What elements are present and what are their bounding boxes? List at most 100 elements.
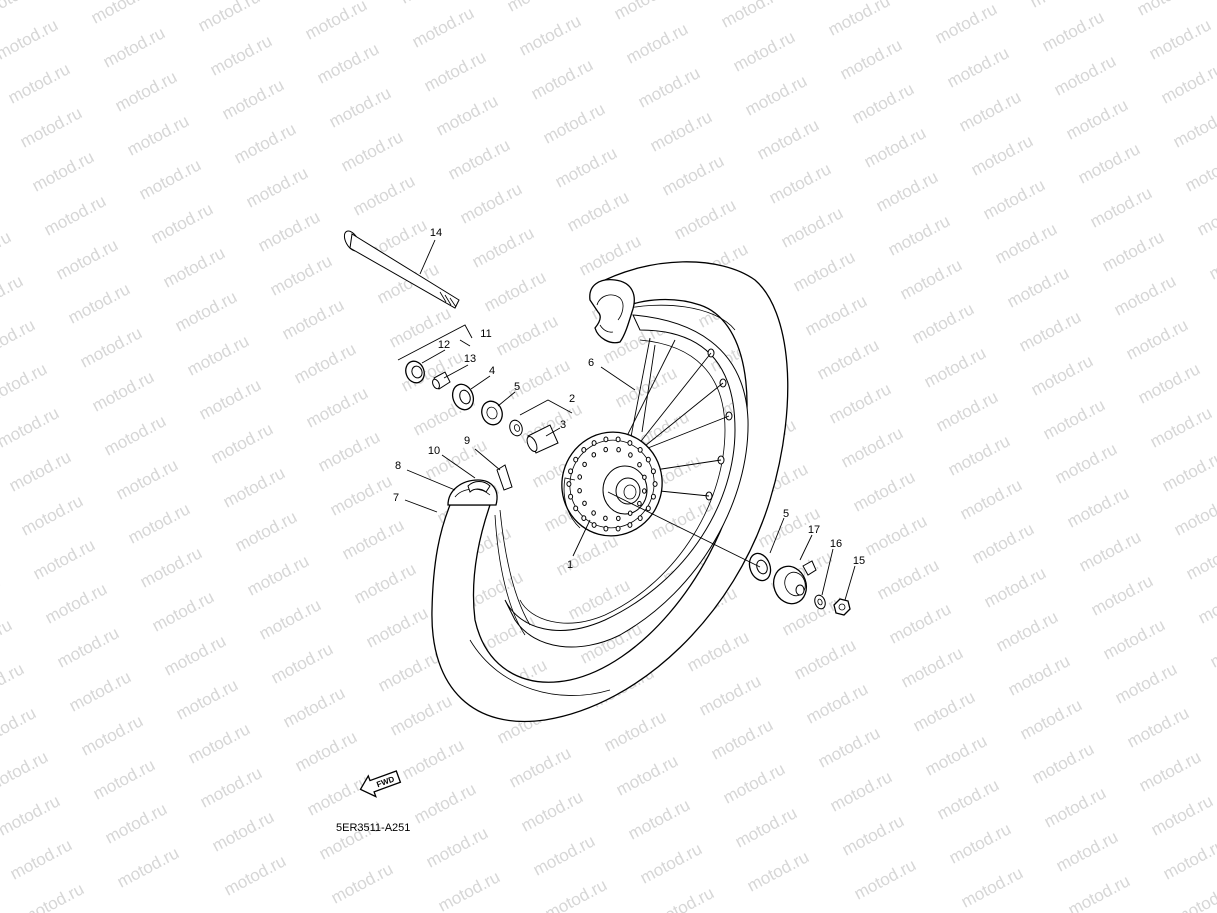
disc-hole [581,515,587,521]
watermark-text: motod.ru [41,191,109,239]
watermark-text: motod.ru [1064,483,1132,531]
watermark-text: motod.ru [350,171,418,219]
rim [494,314,749,648]
watermark-text: motod.ru [149,587,217,635]
watermark-text: motod.ru [7,835,75,883]
hub-assembly [561,431,663,537]
watermark-text: motod.ru [1195,579,1217,627]
watermark-text: motod.ru [1040,395,1108,443]
disc-hole [628,452,633,458]
watermark-text: motod.ru [956,87,1024,135]
watermark-text: motod.ru [102,799,170,847]
watermark-text: motod.ru [255,207,323,255]
watermark-text: motod.ru [505,355,573,403]
disc-hole [650,468,656,475]
watermark-text: motod.ru [815,723,883,771]
disc-hole [573,505,579,512]
disc-hole [603,436,609,443]
watermark-text: motod.ru [827,767,895,815]
watermark-text: motod.ru [19,879,87,913]
watermark-text: motod.ru [837,35,905,83]
watermark-text: motod.ru [30,535,98,583]
watermark-text: motod.ru [1124,703,1192,751]
watermark-text: motod.ru [327,471,395,519]
callout-10: 10 [428,445,440,457]
watermark-text: motod.ru [932,0,1000,48]
watermark-text: motod.ru [898,643,966,691]
watermark-text: motod.ru [231,119,299,167]
callout-12: 12 [438,339,450,351]
watermark-text: motod.ru [136,155,204,203]
watermark-text: motod.ru [0,403,62,451]
disc-hole [568,493,574,500]
watermark-text: motod.ru [1123,315,1191,363]
disc-hole [577,474,583,480]
leader-lines [397,239,856,601]
callout-2: 2 [569,393,575,405]
watermark-text: motod.ru [1146,15,1214,63]
watermark-text: motod.ru [207,31,275,79]
watermark-text: motod.ru [0,359,50,407]
watermark-text: motod.ru [196,375,264,423]
watermark-text: motod.ru [957,475,1025,523]
watermark-text: motod.ru [1099,227,1167,275]
disc-hole [637,515,643,521]
watermark-text: motod.ru [1017,695,1085,743]
watermark-text: motod.ru [992,219,1060,267]
watermark-text: motod.ru [184,331,252,379]
watermark-text: motod.ru [1065,871,1133,913]
watermark-text: motod.ru [504,0,572,16]
watermark-text: motod.ru [421,47,489,95]
disc-hole [603,515,608,521]
disc-hole [615,436,621,443]
watermark-text: motod.ru [623,19,691,67]
watermark-text: motod.ru [433,91,501,139]
watermark-text: motod.ru [280,683,348,731]
watermark-text: motod.ru [77,323,145,371]
watermark-text: motod.ru [435,867,503,913]
watermark-text: motod.ru [244,551,312,599]
axle-nut-15 [833,598,851,616]
watermark-text: motod.ru [101,411,169,459]
watermark-text: motod.ru [232,507,300,555]
disc-hole [582,461,587,468]
watermark-text: motod.ru [802,291,870,339]
watermark-text: motod.ru [302,0,370,44]
watermark-text: motod.ru [326,83,394,131]
watermark-text: motod.ru [89,367,157,415]
disc-hole [627,522,633,528]
watermark-text: motod.ru [909,299,977,347]
watermark-text: motod.ru [351,559,419,607]
watermark-text: motod.ru [601,707,669,755]
disc-hole [582,500,587,506]
watermark-text: motod.ru [839,811,907,859]
watermark-text: motod.ru [173,675,241,723]
watermark-text: motod.ru [375,647,443,695]
watermark-text: motod.ru [696,671,764,719]
watermark-text: motod.ru [897,255,965,303]
watermark-text: motod.ru [6,447,74,495]
watermark-text: motod.ru [423,823,491,871]
watermark-text: motod.ru [564,187,632,235]
disc-hole [645,505,651,512]
watermark-text: motod.ru [1087,183,1155,231]
disc-hole [577,488,582,494]
watermark-text: motod.ru [944,43,1012,91]
disc-hole [616,515,621,522]
watermark-text: motod.ru [195,0,263,36]
watermark-text: motod.ru [1076,527,1144,575]
watermark-text: motod.ru [1041,783,1109,831]
watermark-text: motod.ru [1100,615,1168,663]
watermark-text: motod.ru [671,195,739,243]
watermark-text: motod.ru [315,427,383,475]
watermark-text: motod.ru [221,851,289,899]
disc-hole [650,493,656,500]
callout-4: 4 [489,365,495,377]
watermark-text: motod.ru [553,531,621,579]
watermark-text: motod.ru [0,791,63,839]
callout-5b: 5 [783,508,789,520]
disc-hole [637,500,642,507]
watermark-text: motod.ru [826,379,894,427]
watermark-text: motod.ru [684,627,752,675]
